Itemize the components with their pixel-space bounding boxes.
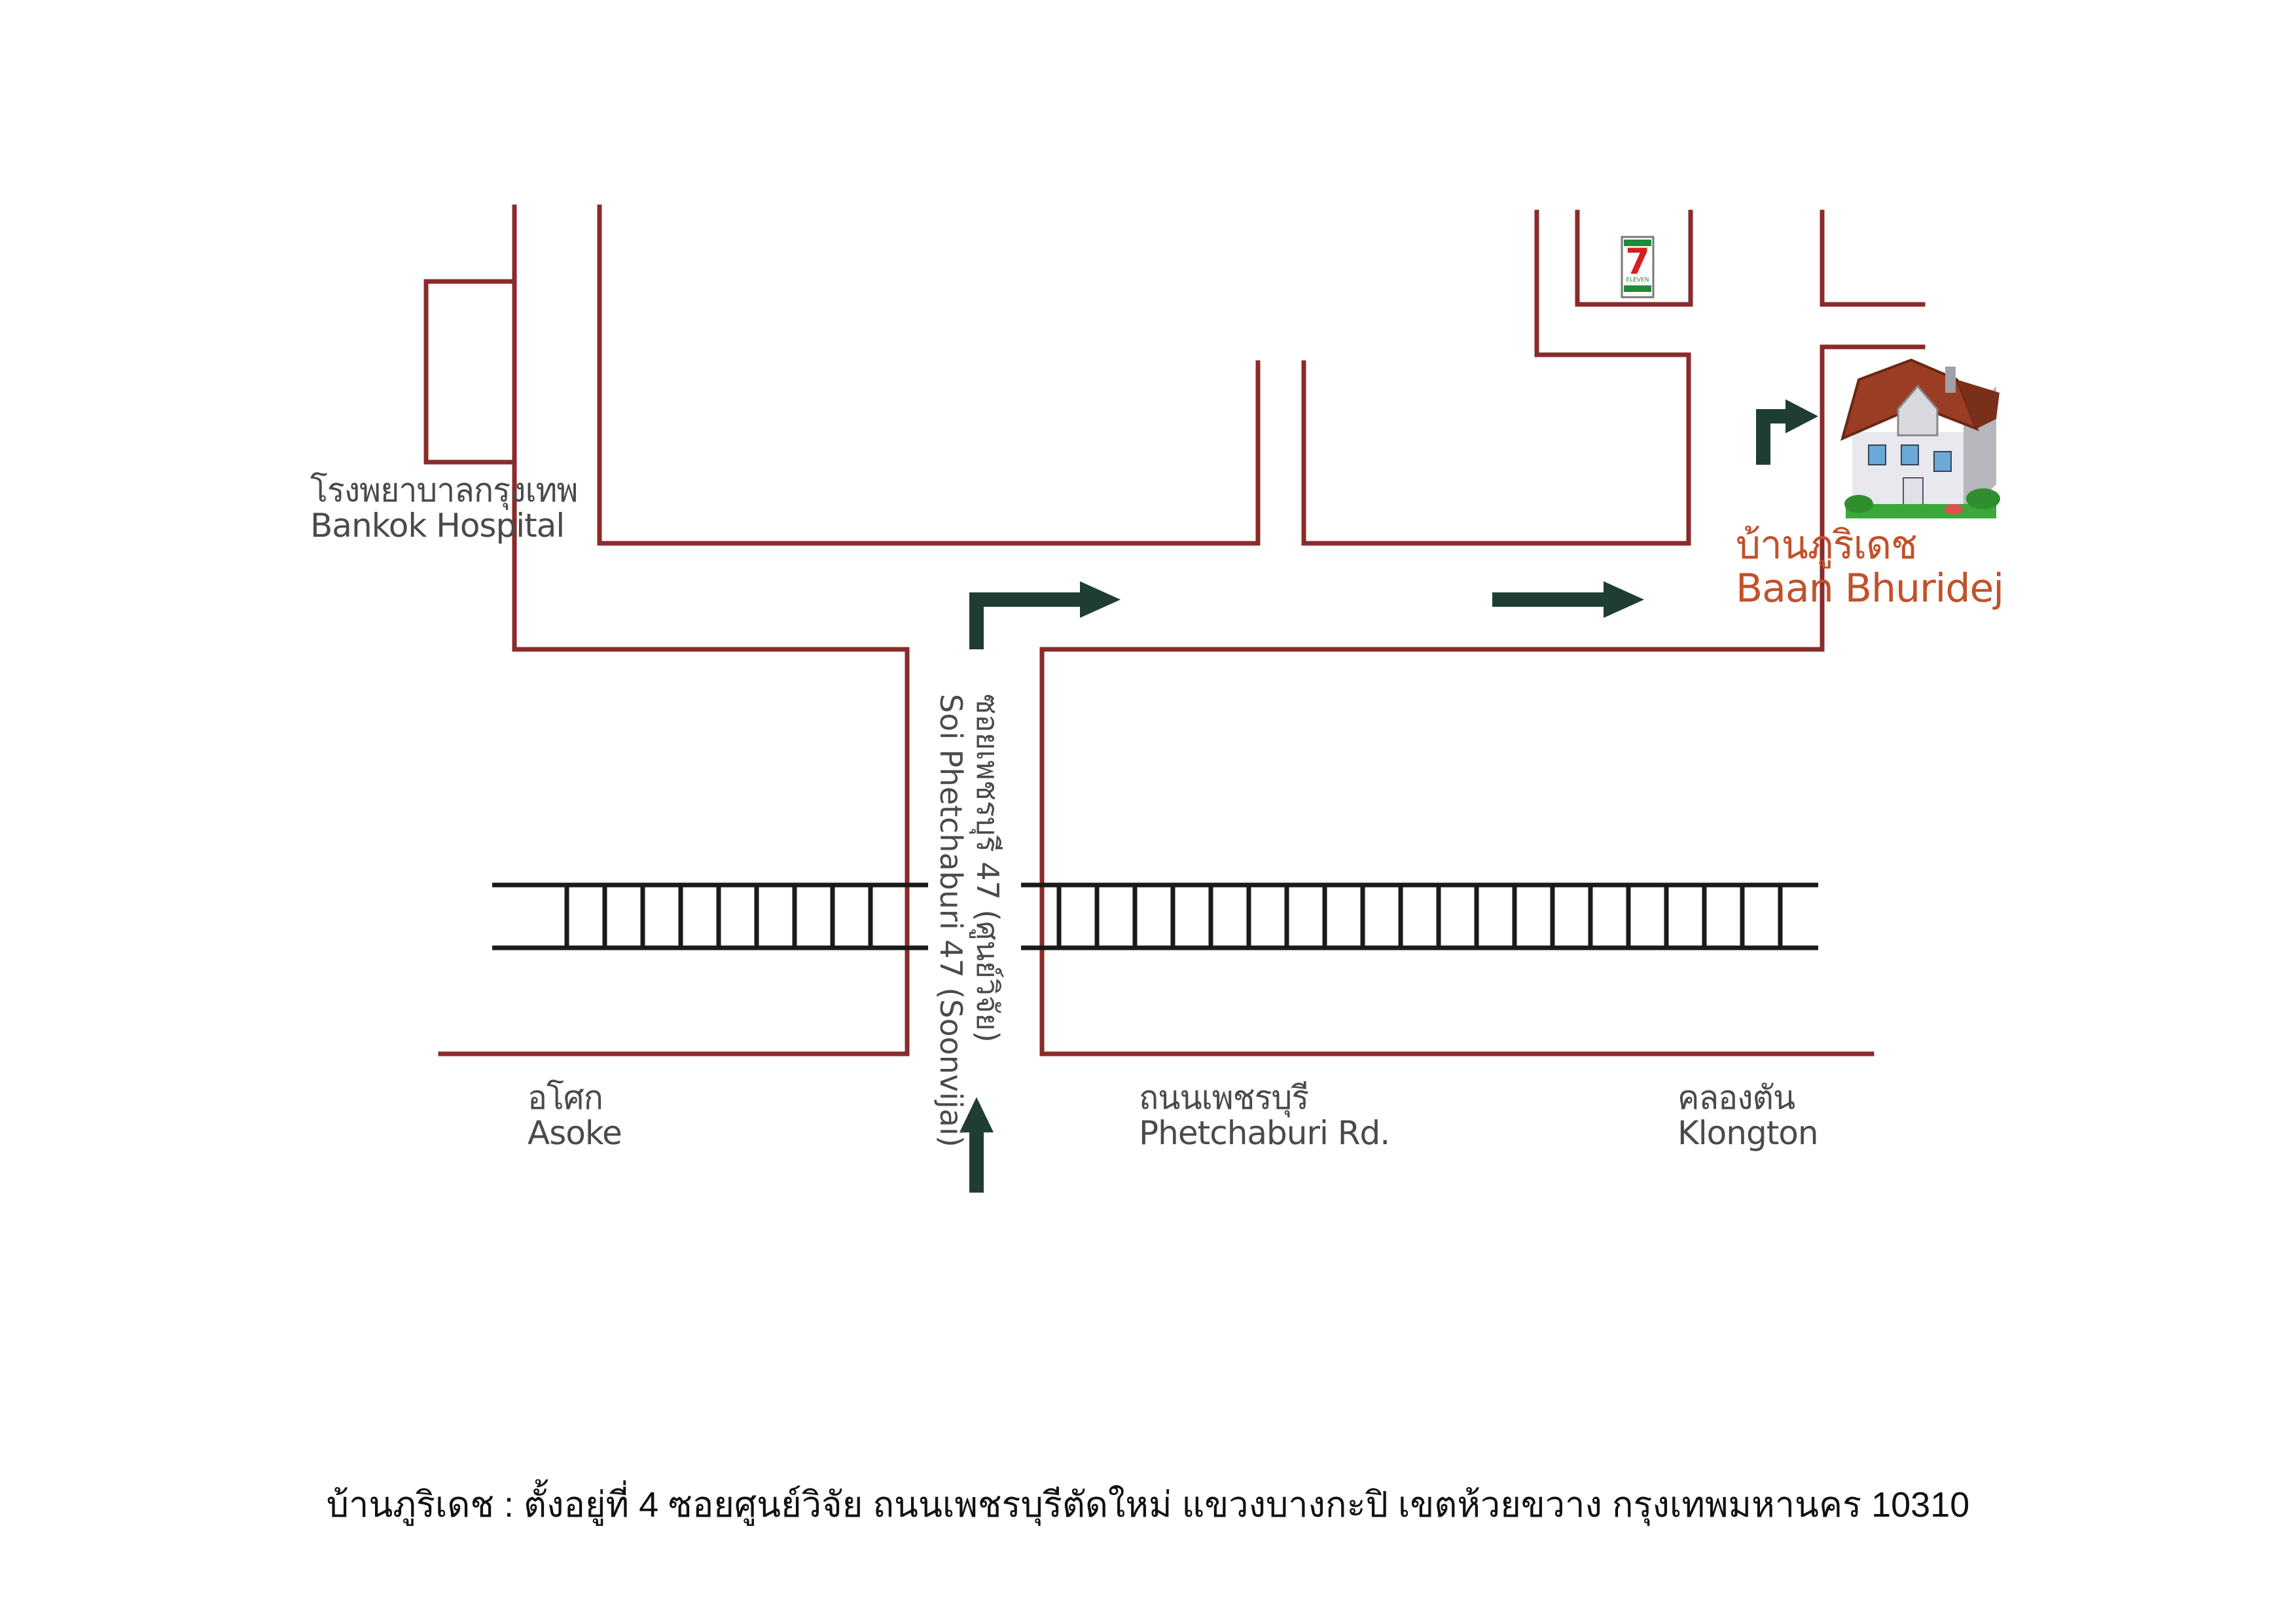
hospital-label: โรงพยาบาลกรุงเทพ Bankok Hospital [310, 471, 578, 545]
road-hospital-west [512, 204, 910, 1056]
address-line: บ้านภูริเดช : ตั้งอยู่ที่ 4 ซอยศูนย์วิจั… [326, 1485, 1970, 1525]
house-icon [1840, 358, 2000, 518]
store-stripe-top [1624, 240, 1651, 246]
destination-label-th: บ้านภูริเดช [1736, 522, 1918, 568]
road-middle-block [1301, 209, 1691, 546]
destination-label: บ้านภูริเดช Baan Bhuridej [1736, 522, 2004, 611]
road-store-block [1575, 209, 1693, 307]
house-roof-side [1957, 380, 2000, 429]
store-stripe-bottom [1624, 285, 1651, 292]
hospital-building [423, 279, 517, 465]
store-number: 7 [1625, 241, 1650, 282]
road-destination-south [1039, 344, 1926, 1056]
house-gable [1897, 384, 1939, 437]
arrow-turn-right-head-icon [1080, 581, 1121, 618]
phetchaburi-label-en: Phetchaburi Rd. [1139, 1114, 1390, 1152]
house-flowers [1945, 504, 1963, 514]
phetchaburi-road-label: ถนนเพชรบุรี Phetchaburi Rd. [1139, 1080, 1390, 1151]
soi-label-en: Soi Phetchaburi 47 (Soonvijai) [933, 694, 969, 1147]
house-window-1 [1868, 444, 1886, 465]
arrow-north-head-icon [960, 1097, 994, 1132]
seven-eleven-icon: 7 ELEVEN [1621, 236, 1655, 298]
arrow-to-destination-icon [1756, 409, 1790, 465]
house-chimney [1945, 367, 1956, 393]
house-shrub-2 [1966, 488, 2000, 509]
house-window-3 [1933, 451, 1952, 472]
asoke-label-en: Asoke [528, 1114, 622, 1152]
store-text: ELEVEN [1626, 277, 1649, 283]
road-lines [423, 204, 1926, 1056]
house-shrub-1 [1844, 495, 1873, 513]
soi-label-th: ซอยเพชรบุรี 47 (ศูนย์วิจัย) [970, 694, 1005, 1043]
klongton-label-th: คลองตัน [1677, 1079, 1795, 1117]
house-window-2 [1901, 444, 1919, 465]
asoke-label: อโศก Asoke [528, 1080, 622, 1151]
hospital-label-en: Bankok Hospital [310, 507, 565, 545]
phetchaburi-label-th: ถนนเพชรบุรี [1139, 1079, 1309, 1117]
destination-label-en: Baan Bhuridej [1736, 566, 2004, 611]
klongton-label: คลองตัน Klongton [1677, 1079, 1819, 1152]
road-hospital-east [597, 204, 1261, 546]
arrow-east-head-icon [1604, 581, 1644, 618]
arrow-to-destination-head-icon [1785, 399, 1818, 433]
soi-label: ซอยเพชรบุรี 47 (ศูนย์วิจัย) Soi Phetchab… [933, 694, 1006, 1147]
asoke-label-th: อโศก [528, 1079, 603, 1117]
direction-arrow-icon [960, 399, 1818, 1193]
klongton-label-en: Klongton [1677, 1114, 1819, 1152]
hospital-label-th: โรงพยาบาลกรุงเทพ [310, 471, 578, 509]
railway [492, 882, 1818, 950]
road-destination-north [1820, 209, 1926, 307]
arrow-turn-right-icon [969, 592, 1086, 649]
